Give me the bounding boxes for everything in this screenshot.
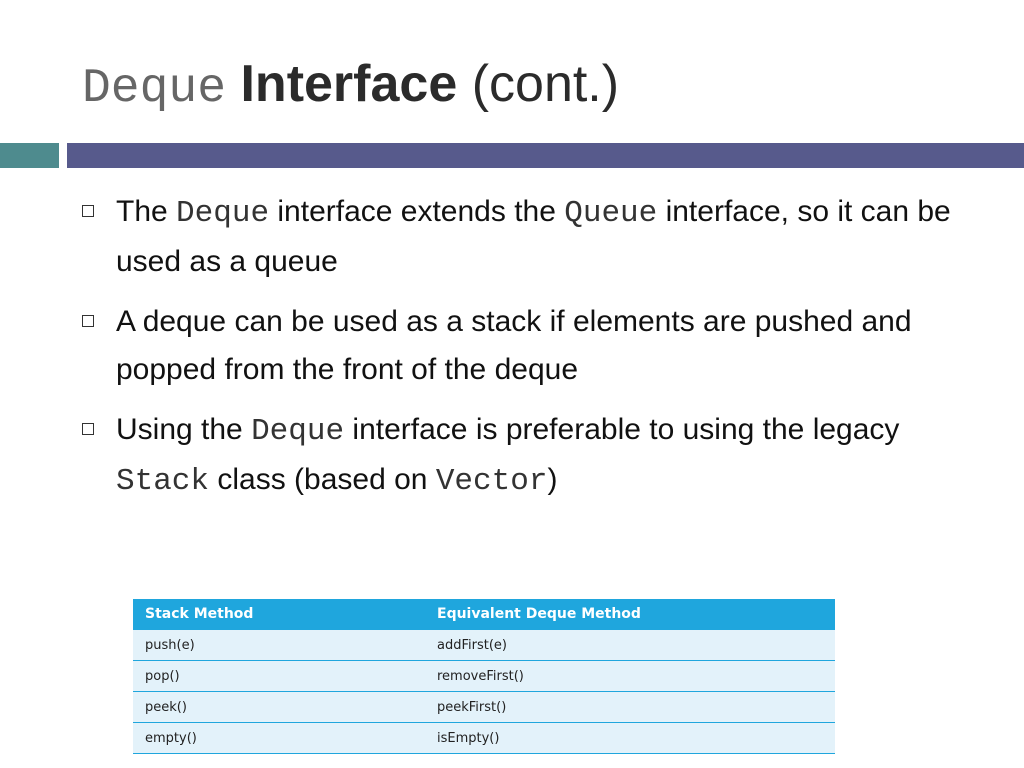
table-cell: addFirst(e) <box>425 629 835 661</box>
method-comparison-table: Stack Method Equivalent Deque Method pus… <box>133 599 835 754</box>
bullet-text-segment: class (based on <box>209 463 436 496</box>
table-row: empty() isEmpty() <box>133 722 835 754</box>
bullet-item: Using the Deque interface is preferable … <box>80 406 980 506</box>
bullet-text-segment: interface is preferable to using the leg… <box>344 413 900 446</box>
slide-title: Deque Interface (cont.) <box>82 52 619 116</box>
bullet-code-segment: Deque <box>251 414 345 449</box>
bullet-item: The Deque interface extends the Queue in… <box>80 188 980 286</box>
table-row: peek() peekFirst() <box>133 691 835 723</box>
square-bullet-icon <box>82 205 94 217</box>
bullet-text-segment: The <box>116 195 177 228</box>
title-code-word: Deque <box>82 62 227 116</box>
bullet-code-segment: Vector <box>435 464 548 499</box>
bullet-code-segment: Stack <box>116 464 210 499</box>
bullet-text-segment: interface extends the <box>269 195 565 228</box>
bullet-text-segment: ) <box>547 463 558 496</box>
table-cell: removeFirst() <box>425 660 835 692</box>
bullet-code-segment: Queue <box>564 196 658 231</box>
table-header-cell: Stack Method <box>133 599 425 630</box>
title-bold-word: Interface <box>240 55 458 113</box>
accent-bar-right <box>67 143 1024 168</box>
table-row: push(e) addFirst(e) <box>133 629 835 661</box>
table-cell: peek() <box>133 691 425 723</box>
table-cell: peekFirst() <box>425 691 835 723</box>
bullet-text-segment: interface, so it can be used as a queue <box>116 195 951 278</box>
table-header-cell: Equivalent Deque Method <box>425 599 835 630</box>
title-suffix: (cont.) <box>471 55 620 113</box>
bullet-code-segment: Deque <box>176 196 270 231</box>
table-cell: push(e) <box>133 629 425 661</box>
table-cell: empty() <box>133 722 425 754</box>
bullet-text-segment: Using the <box>116 413 252 446</box>
square-bullet-icon <box>82 315 94 327</box>
table-cell: isEmpty() <box>425 722 835 754</box>
bullet-list: The Deque interface extends the Queue in… <box>80 188 980 518</box>
bullet-item: A deque can be used as a stack if elemen… <box>80 298 980 394</box>
square-bullet-icon <box>82 423 94 435</box>
bullet-text-segment: A deque can be used as a stack if elemen… <box>116 305 912 386</box>
table-header-row: Stack Method Equivalent Deque Method <box>133 599 835 630</box>
table-row: pop() removeFirst() <box>133 660 835 692</box>
accent-bar-left <box>0 143 59 168</box>
table-cell: pop() <box>133 660 425 692</box>
